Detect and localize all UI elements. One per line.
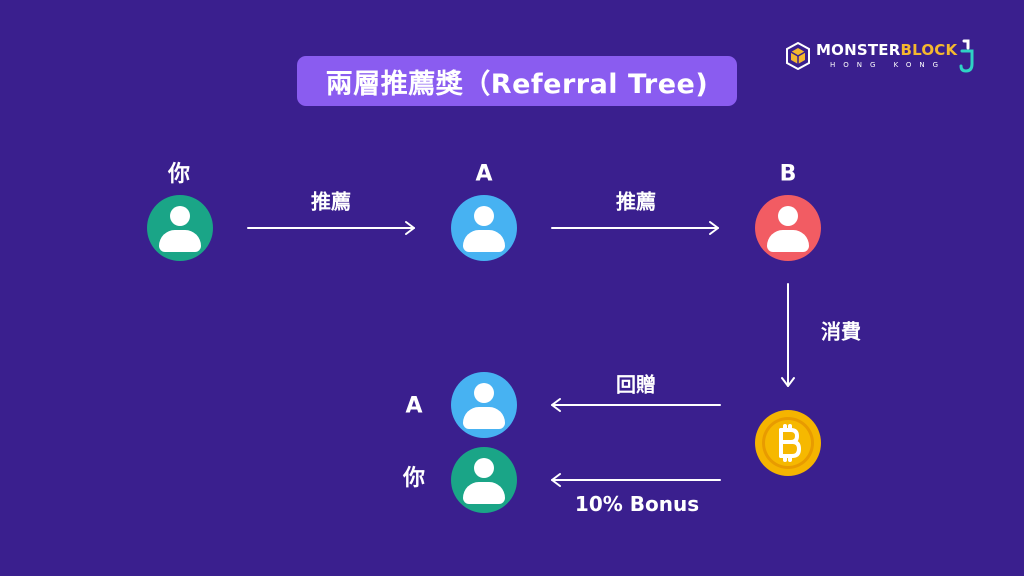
cube-logo-icon bbox=[786, 42, 810, 70]
edge-label-b-to-coin: 消費 bbox=[821, 319, 861, 344]
avatar-you-bottom bbox=[451, 447, 517, 513]
node-label-a-top: A bbox=[475, 161, 493, 187]
node-label-a-bottom: A bbox=[405, 393, 423, 419]
user-icon-head bbox=[474, 458, 494, 478]
arrow-you-to-a bbox=[247, 221, 415, 235]
node-label-you-bottom: 你 bbox=[402, 466, 426, 491]
arrow-b-to-coin bbox=[781, 283, 795, 387]
user-icon-head bbox=[170, 206, 190, 226]
edge-label-you-to-a: 推薦 bbox=[311, 189, 351, 214]
user-icon-head bbox=[474, 206, 494, 226]
avatar-b-top bbox=[755, 195, 821, 261]
arrow-a-to-b bbox=[551, 221, 719, 235]
bitcoin-icon bbox=[755, 410, 821, 476]
logo-brand-accent: BLOCK bbox=[900, 41, 958, 59]
avatar-you-top bbox=[147, 195, 213, 261]
user-icon-body bbox=[463, 482, 505, 504]
diagram-title: 兩層推薦獎（Referral Tree) bbox=[297, 56, 737, 106]
avatar-a-bottom bbox=[451, 372, 517, 438]
monsterblock-logo: MONSTERBLOCK HONG KONG bbox=[786, 38, 986, 74]
edge-label-a-to-b: 推薦 bbox=[616, 189, 656, 214]
logo-brand-sub: HONG KONG bbox=[830, 61, 947, 69]
arrow-coin-to-a bbox=[551, 398, 721, 412]
arrow-coin-to-you bbox=[551, 473, 721, 487]
avatar-a-top bbox=[451, 195, 517, 261]
logo-brand-main: MONSTER bbox=[816, 41, 901, 59]
node-label-you-top: 你 bbox=[167, 162, 191, 187]
user-icon-head bbox=[778, 206, 798, 226]
user-icon-body bbox=[463, 230, 505, 252]
user-icon-body bbox=[159, 230, 201, 252]
node-label-b-top: B bbox=[779, 161, 797, 187]
brand-mark-icon bbox=[959, 39, 974, 73]
diagram-title-text: 兩層推薦獎（Referral Tree) bbox=[325, 68, 709, 100]
user-icon-body bbox=[767, 230, 809, 252]
user-icon-head bbox=[474, 383, 494, 403]
edge-label-coin-to-a: 回贈 bbox=[616, 372, 656, 397]
edge-label-coin-to-you: 10% Bonus bbox=[574, 492, 700, 516]
user-icon-body bbox=[463, 407, 505, 429]
